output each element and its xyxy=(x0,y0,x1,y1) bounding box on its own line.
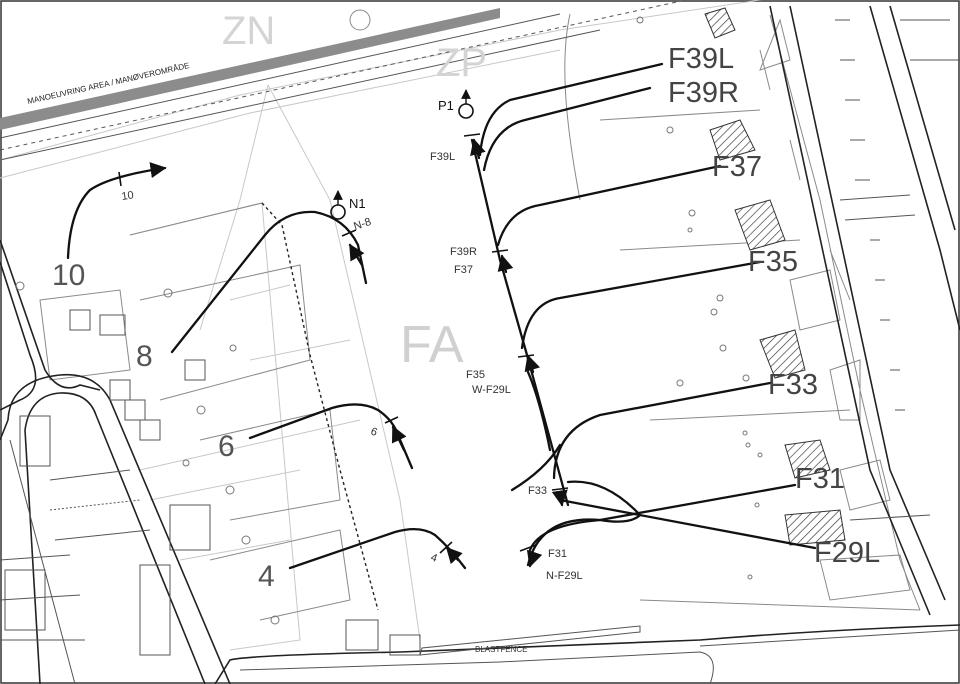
stand-label-f35: F35 xyxy=(748,246,798,278)
route-label-n8: N-8 xyxy=(352,216,373,233)
stand-label-f39r: F39R xyxy=(668,77,739,109)
route-4 xyxy=(288,527,467,570)
route-f-main xyxy=(463,133,570,507)
route-f29l xyxy=(558,498,817,550)
marker-circles xyxy=(15,16,763,625)
route-label-f39r: F39R xyxy=(450,246,477,258)
route-label-nf29l: N-F29L xyxy=(546,570,583,582)
zone-label-zp: ZP xyxy=(436,41,487,85)
route-label-f33: F33 xyxy=(528,485,547,497)
route-f33 xyxy=(552,381,772,480)
right-roads xyxy=(769,5,960,616)
stand-label-8: 8 xyxy=(136,340,153,373)
route-label-wf29l: W-F29L xyxy=(472,384,511,396)
route-label-10: 10 xyxy=(121,189,135,203)
stand-label-f33: F33 xyxy=(768,369,818,401)
route-f31-loop xyxy=(526,480,642,567)
point-label-p1: P1 xyxy=(438,98,454,113)
point-n1 xyxy=(330,190,346,220)
dashed-boundary xyxy=(261,202,379,611)
route-f31-arrow xyxy=(519,487,569,568)
blastfence-label: BLASTFENCE xyxy=(475,645,527,654)
route-10 xyxy=(66,162,167,260)
route-f33-entry xyxy=(510,443,562,492)
zone-label-zn: ZN xyxy=(222,9,275,53)
route-f37 xyxy=(496,164,722,247)
stand-label-f37: F37 xyxy=(712,151,762,183)
route-label-f39l: F39L xyxy=(430,151,455,163)
route-label-f37: F37 xyxy=(454,264,473,276)
stand-label-f39l: F39L xyxy=(668,43,734,75)
route-f39r xyxy=(482,86,652,172)
route-f39l xyxy=(478,62,664,157)
stand-label-6: 6 xyxy=(218,430,235,463)
route-f33-bypass xyxy=(526,370,552,452)
route-label-6: 6 xyxy=(369,426,379,439)
point-p1 xyxy=(458,89,474,119)
route-label-4: 4 xyxy=(429,552,439,565)
background-outlines xyxy=(0,0,921,651)
stand-label-10: 10 xyxy=(52,259,85,292)
route-f35 xyxy=(520,260,762,350)
left-roads xyxy=(0,239,231,684)
hatched-blocks xyxy=(704,7,846,546)
stand-label-f31: F31 xyxy=(795,463,845,495)
stand-label-f29l: F29L xyxy=(814,537,880,569)
stand-label-4: 4 xyxy=(258,560,275,593)
route-6 xyxy=(248,403,414,470)
route-label-f35: F35 xyxy=(466,369,485,381)
point-label-n1: N1 xyxy=(349,196,366,211)
zone-label-fa: FA xyxy=(400,316,464,374)
route-label-f31: F31 xyxy=(548,548,567,560)
route-8 xyxy=(170,210,368,354)
bottom-road: BLASTFENCE xyxy=(214,619,960,684)
